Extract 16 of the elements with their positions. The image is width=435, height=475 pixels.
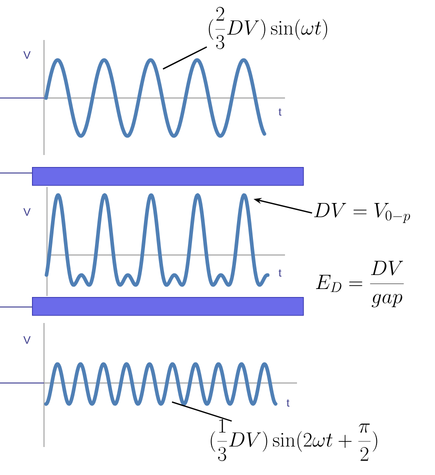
- leader-line: [162, 46, 208, 70]
- waveform: [44, 362, 278, 406]
- plate: [32, 167, 304, 186]
- leader-line: [172, 401, 232, 422]
- axis-label: t: [278, 269, 282, 277]
- formula: $E_D = \frac{DV}{gap}$: [316, 260, 404, 308]
- plate: [32, 297, 304, 316]
- axis-label: V: [23, 336, 31, 344]
- axis-label: t: [278, 108, 282, 116]
- formula: $(\frac{1}{3}DV)\sin(2\omega t+\frac{\pi}{2})$: [210, 418, 378, 462]
- waveform: [44, 58, 266, 138]
- formula: $DV = V_{0-p}$: [314, 203, 410, 223]
- axis-label: V: [23, 51, 31, 59]
- formula: $(\frac{2}{3}DV)\sin(\omega t)$: [208, 6, 328, 50]
- waveform: [44, 193, 270, 287]
- axis-label: V: [23, 208, 31, 216]
